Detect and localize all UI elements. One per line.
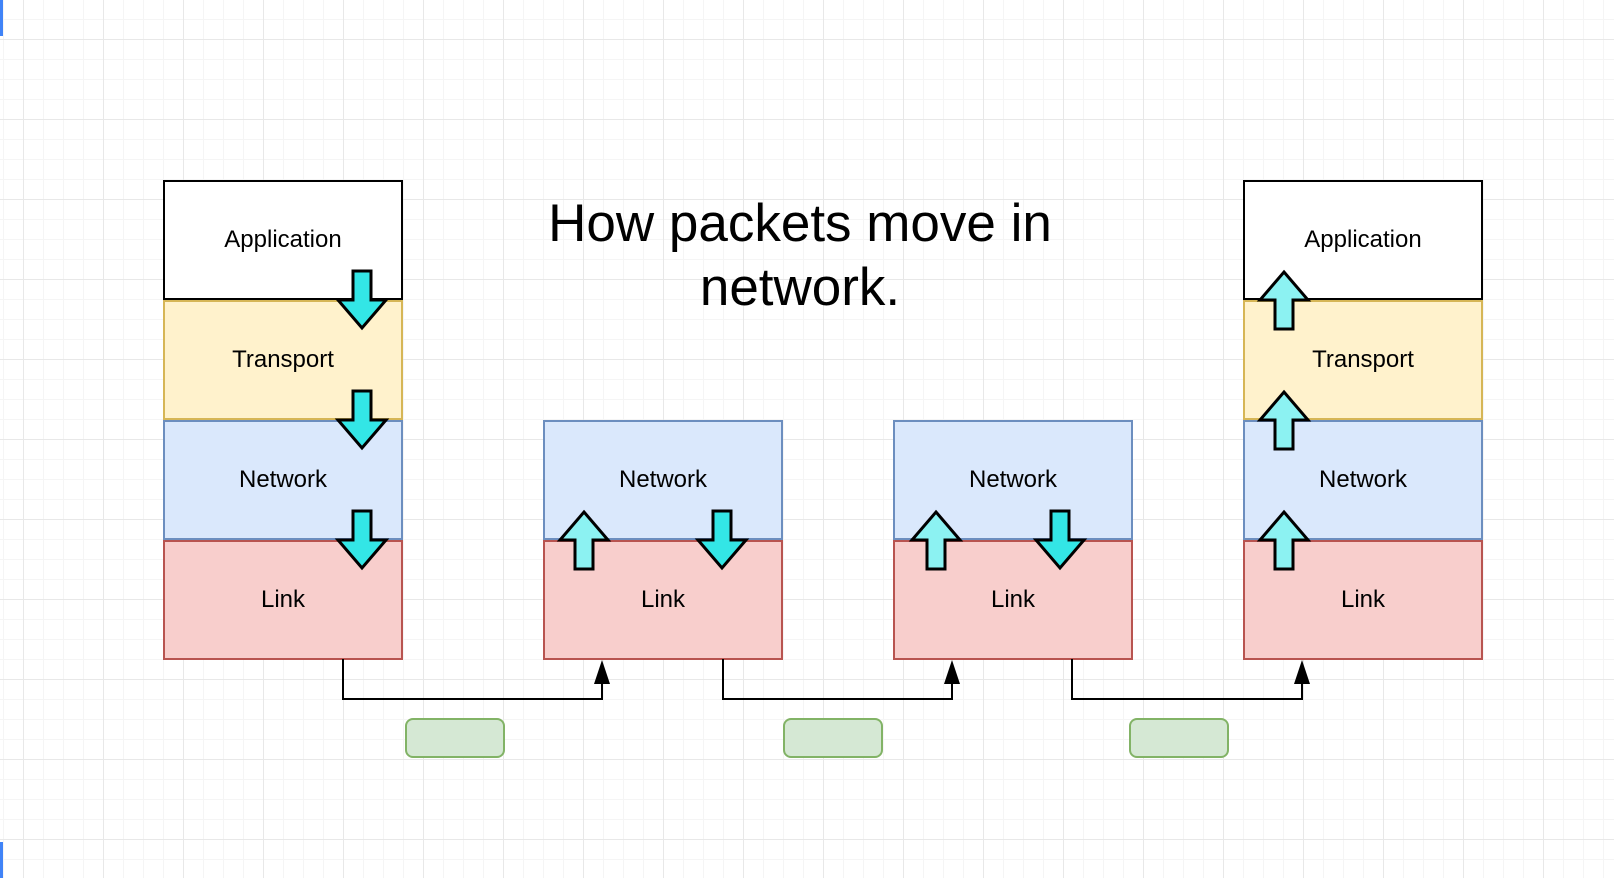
packet-up-arrow-icon[interactable] xyxy=(908,509,964,571)
diagram-title-line2: network. xyxy=(699,258,901,317)
packet-down-arrow-icon[interactable] xyxy=(334,509,390,571)
packet-down-arrow-icon[interactable] xyxy=(694,509,750,571)
link-connector-3[interactable] xyxy=(1071,659,1310,700)
media-box[interactable] xyxy=(405,718,505,758)
packet-up-arrow-icon[interactable] xyxy=(1256,389,1312,451)
page-edge-marker-top xyxy=(0,0,3,36)
media-box[interactable] xyxy=(1129,718,1229,758)
packet-down-arrow-icon[interactable] xyxy=(334,389,390,451)
packet-up-arrow-icon[interactable] xyxy=(556,509,612,571)
diagram-title: How packets move in network. xyxy=(500,192,1100,320)
packet-down-arrow-icon[interactable] xyxy=(334,269,390,331)
media-box[interactable] xyxy=(783,718,883,758)
page-edge-marker-bottom xyxy=(0,842,3,878)
diagram-title-line1: How packets move in xyxy=(548,194,1052,253)
packet-up-arrow-icon[interactable] xyxy=(1256,509,1312,571)
packet-down-arrow-icon[interactable] xyxy=(1032,509,1088,571)
packet-up-arrow-icon[interactable] xyxy=(1256,269,1312,331)
link-connector-2[interactable] xyxy=(722,659,960,700)
link-connector-1[interactable] xyxy=(342,659,610,700)
